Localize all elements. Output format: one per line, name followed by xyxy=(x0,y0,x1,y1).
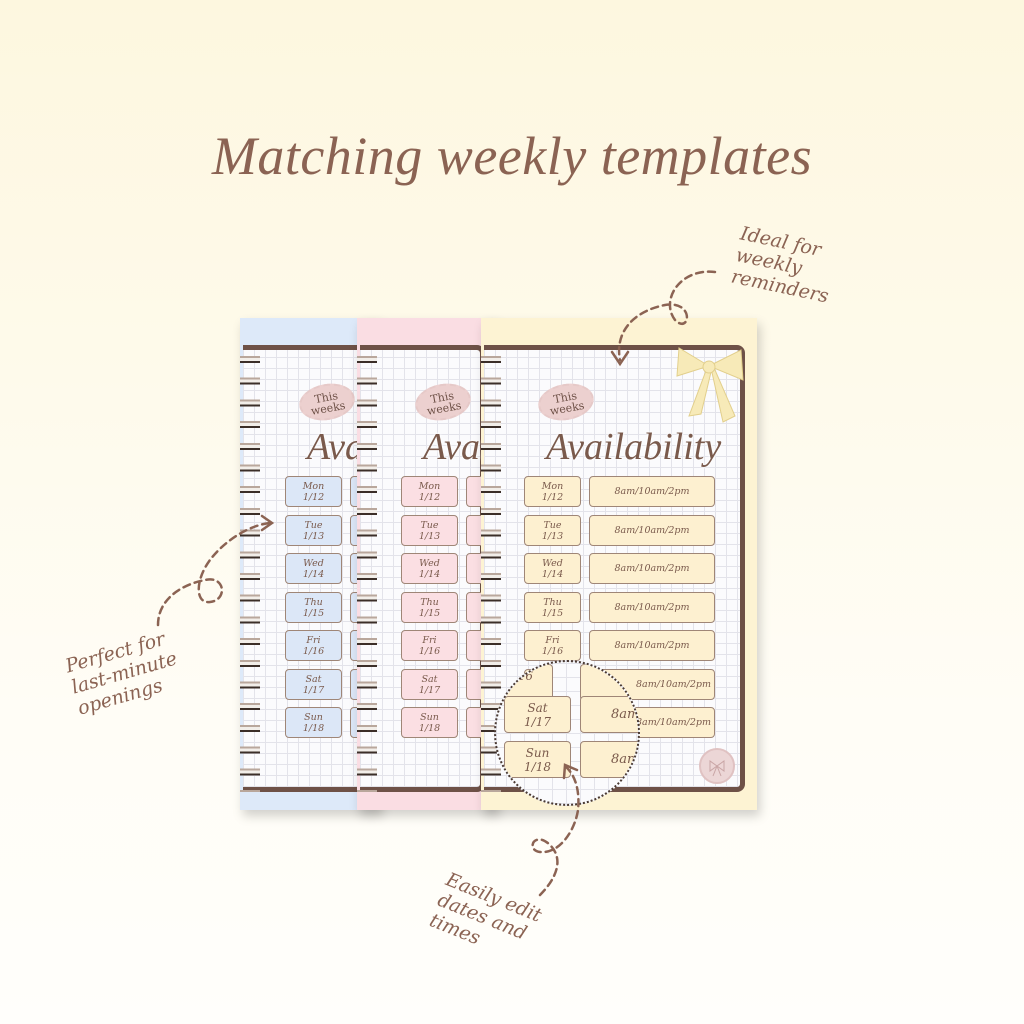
spiral-binding xyxy=(357,352,377,792)
day-date: 1/16 xyxy=(541,646,564,657)
day-date: 1/18 xyxy=(418,723,441,734)
page-title: Matching weekly templates xyxy=(211,126,813,186)
day-date: 1/15 xyxy=(418,607,441,619)
day-date: 1/13 xyxy=(418,530,441,542)
time-box[interactable]: 8am/10am/2pm xyxy=(589,630,715,661)
day-date: 1/18 xyxy=(524,760,551,774)
day-date: 1/16 xyxy=(418,646,441,657)
arrowhead-edit xyxy=(562,763,579,780)
day-date: 1/14 xyxy=(541,569,564,580)
time-slots: 8am/10am/2pm xyxy=(614,601,690,613)
day-name: Wed xyxy=(542,558,563,569)
spiral-binding xyxy=(240,352,260,792)
day-name: Fri xyxy=(306,635,321,646)
day-name: Tue xyxy=(420,519,439,531)
day-name: Thu xyxy=(420,596,439,608)
arrow-openings xyxy=(156,521,272,627)
time-slots: 8am/10am/2pm xyxy=(635,678,711,690)
mag-time-fri xyxy=(580,664,638,701)
day-date: 1/17 xyxy=(418,684,441,696)
day-name: Sun xyxy=(304,712,323,723)
day-name: Mon xyxy=(418,481,441,492)
time-slots: 8am/10am/2pm xyxy=(614,563,690,574)
day-name: Wed xyxy=(419,558,440,569)
time-slots: 8am/10am/2pm xyxy=(614,524,690,536)
day-name: Thu xyxy=(304,596,323,608)
time-box[interactable]: 8am/10am/2pm xyxy=(589,476,715,507)
time-slots: 8am/10am/2pm xyxy=(635,717,711,728)
mag-time: 8am xyxy=(611,707,640,722)
day-date: 1/17 xyxy=(302,684,325,696)
day-name: Sun xyxy=(420,712,439,723)
mag-time-sun: 8am xyxy=(580,741,640,778)
mag-date: 1/16 xyxy=(506,669,533,683)
day-date: 1/12 xyxy=(541,492,564,503)
day-date: 1/18 xyxy=(302,723,325,734)
day-date: 1/16 xyxy=(302,646,325,657)
arrow-edit xyxy=(531,765,580,897)
day-date: 1/12 xyxy=(418,492,441,503)
day-date: 1/14 xyxy=(302,569,325,580)
arrowhead-reminders xyxy=(610,350,630,367)
day-name: Wed xyxy=(303,558,324,569)
day-name: Mon xyxy=(302,481,325,492)
day-name: Fri xyxy=(422,635,437,646)
day-name: Tue xyxy=(543,519,562,531)
availability-heading: Availability xyxy=(546,426,722,468)
time-box[interactable]: 8am/10am/2pm xyxy=(589,591,715,623)
day-date: 1/17 xyxy=(524,715,551,729)
time-slots: 8am/10am/2pm xyxy=(614,640,690,651)
day-name: Fri xyxy=(545,635,560,646)
day-date: 1/14 xyxy=(418,569,441,580)
time-box[interactable]: 8am/10am/2pm xyxy=(589,553,715,584)
wax-seal-icon xyxy=(699,748,735,784)
day-date: 1/13 xyxy=(302,530,325,542)
mag-time-sat: 8am xyxy=(580,696,640,733)
arrow-reminders xyxy=(617,270,717,362)
day-name: Sun xyxy=(525,746,550,760)
day-date: 1/13 xyxy=(541,530,564,542)
day-name: Mon xyxy=(541,481,564,492)
day-date: 1/12 xyxy=(302,492,325,503)
day-date: 1/15 xyxy=(302,607,325,619)
day-name: Sat xyxy=(527,701,548,715)
time-slots: 8am/10am/2pm xyxy=(614,486,690,497)
bow-icon xyxy=(676,347,744,423)
day-name: Thu xyxy=(543,596,562,608)
day-name: Tue xyxy=(304,519,323,531)
day-date: 1/15 xyxy=(541,607,564,619)
mag-time: 8am xyxy=(611,752,640,767)
day-name: Sat xyxy=(421,673,438,685)
time-box[interactable]: 8am/10am/2pm xyxy=(589,514,715,546)
arrowhead-openings xyxy=(260,514,275,532)
day-name: Sat xyxy=(305,673,322,685)
